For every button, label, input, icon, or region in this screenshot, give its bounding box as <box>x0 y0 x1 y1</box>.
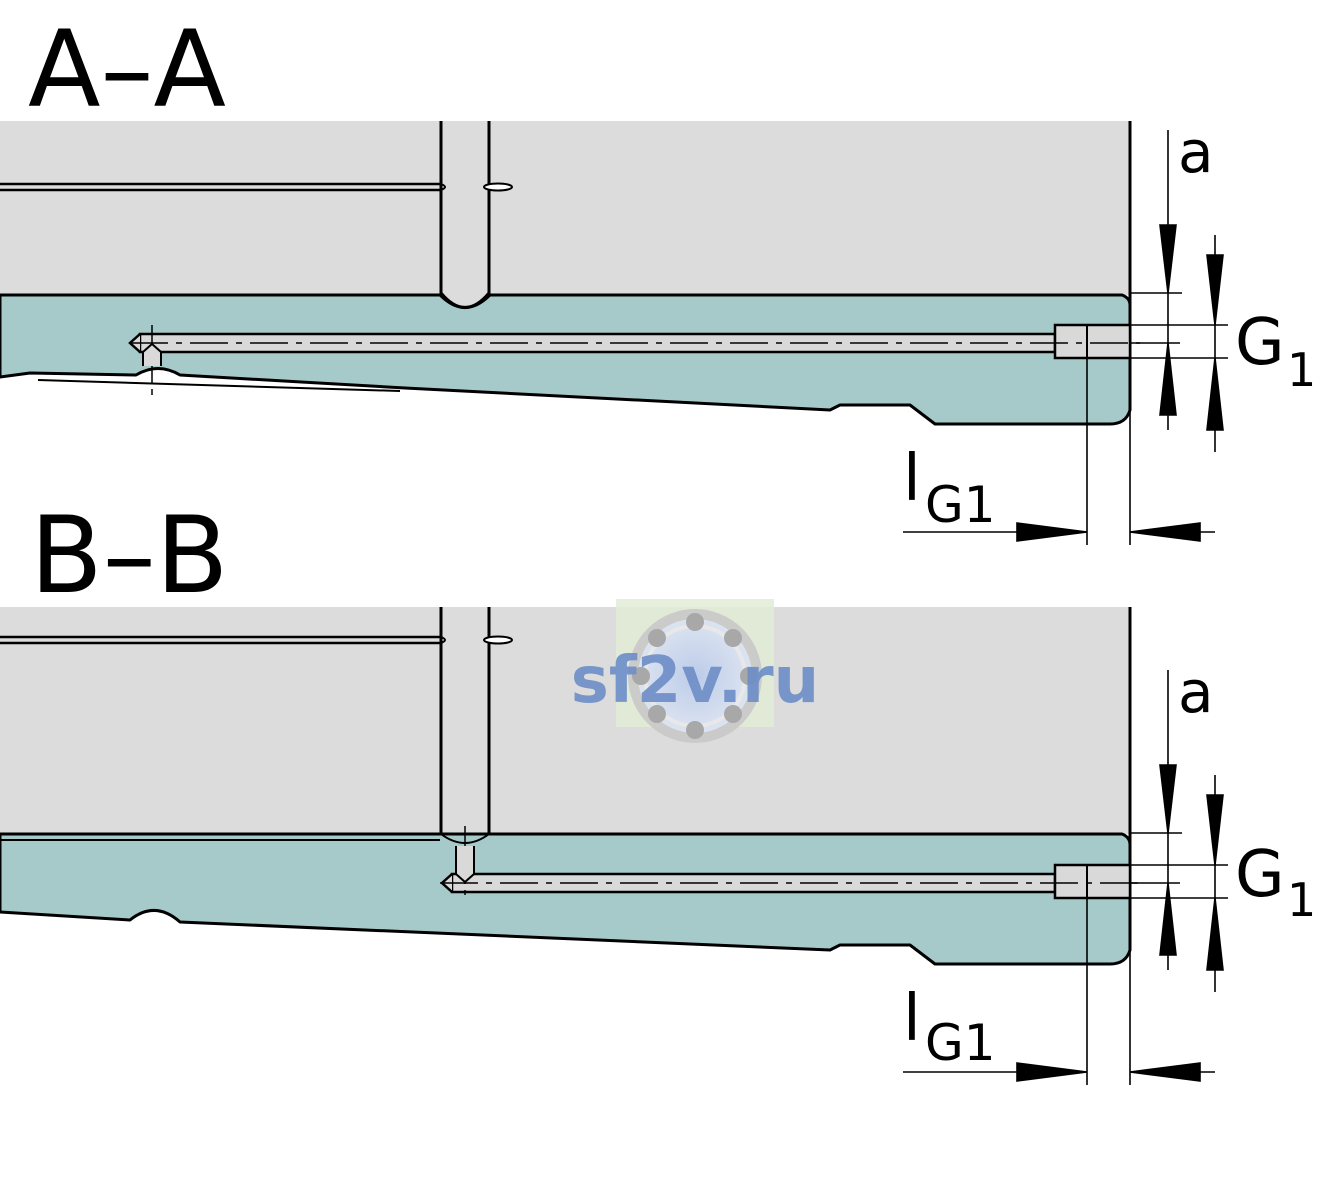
dim-label-g-bb: G <box>1235 838 1285 912</box>
dim-label-a-bb: a <box>1178 658 1214 726</box>
lower-part-bb <box>0 832 1132 966</box>
dimension-lines-aa <box>903 130 1228 545</box>
dim-label-g-sub-bb: 1 <box>1287 873 1316 927</box>
dim-label-l-bb: l <box>903 982 921 1056</box>
section-bb <box>0 607 1228 1085</box>
dimension-lines-bb <box>903 670 1228 1085</box>
dim-label-l-aa: l <box>903 442 921 516</box>
section-title-aa: A–A <box>28 8 226 131</box>
upper-part-aa <box>0 121 1130 308</box>
section-title-bb: B–B <box>30 494 228 617</box>
upper-part-bb <box>0 607 1130 843</box>
dim-label-a-aa: a <box>1178 118 1214 186</box>
dim-label-l-sub-bb: G1 <box>925 1014 996 1072</box>
thread-aa <box>1053 323 1132 360</box>
dim-label-l-sub-aa: G1 <box>925 476 996 534</box>
dim-label-g-sub-aa: 1 <box>1287 343 1316 397</box>
watermark: sf2v.ru <box>571 599 819 743</box>
lower-part-aa <box>0 293 1132 426</box>
dim-label-g-aa: G <box>1235 306 1285 380</box>
thread-bb <box>1053 863 1132 900</box>
section-aa <box>0 121 1228 545</box>
watermark-text: sf2v.ru <box>571 644 819 718</box>
